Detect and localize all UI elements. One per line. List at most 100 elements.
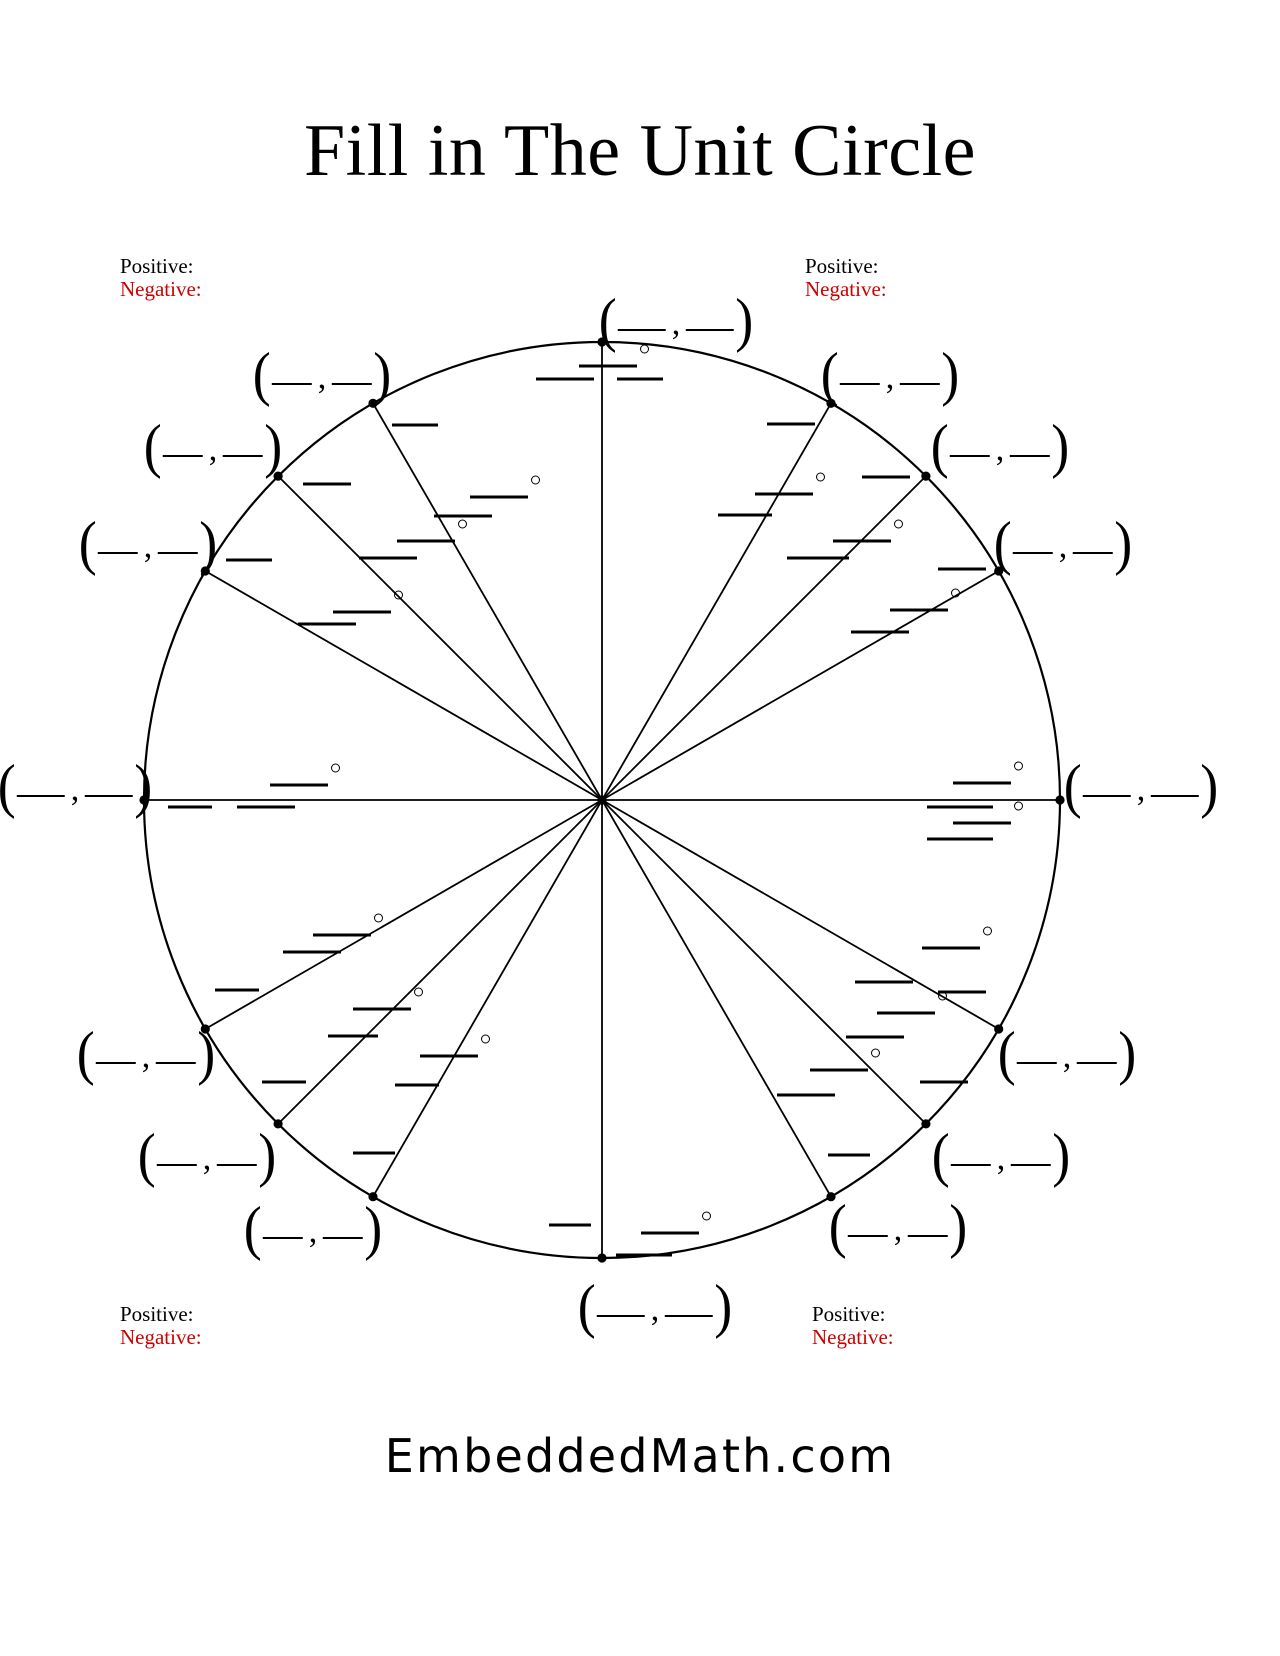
numerator-blank[interactable] <box>303 469 351 486</box>
radian-blank-90-denominator[interactable] <box>617 364 663 381</box>
radian-blank-240-denominator[interactable] <box>353 1138 395 1155</box>
denominator-blank[interactable] <box>215 975 259 992</box>
y-blank[interactable] <box>686 309 735 331</box>
numerator-blank[interactable] <box>536 364 594 381</box>
coord-blank-60[interactable]: (,) <box>821 344 959 404</box>
denominator-blank[interactable] <box>927 824 993 841</box>
x-blank[interactable] <box>839 363 880 385</box>
denominator-blank[interactable] <box>434 501 492 518</box>
radian-blank-330-numerator[interactable] <box>855 967 913 984</box>
denominator-blank[interactable] <box>353 1138 395 1155</box>
coord-blank-300[interactable]: (,) <box>829 1196 967 1256</box>
x-blank[interactable] <box>949 435 990 457</box>
denominator-blank[interactable] <box>718 500 772 517</box>
x-blank[interactable] <box>156 1144 197 1166</box>
denominator-blank[interactable] <box>617 364 663 381</box>
x-blank[interactable] <box>262 1217 303 1239</box>
degree-blank-45[interactable] <box>833 519 903 543</box>
radian-blank-225-denominator[interactable] <box>262 1067 306 1084</box>
denominator-blank[interactable] <box>359 543 417 560</box>
x-blank[interactable] <box>1082 775 1131 797</box>
radian-blank-225-numerator[interactable] <box>328 1021 378 1038</box>
numerator-blank[interactable] <box>168 792 212 809</box>
denominator-blank[interactable] <box>828 1140 870 1157</box>
radian-blank-120-denominator[interactable] <box>434 501 492 518</box>
radian-blank-60-numerator[interactable] <box>767 409 815 426</box>
x-blank[interactable] <box>97 532 138 554</box>
x-blank[interactable] <box>596 1295 645 1317</box>
y-blank[interactable] <box>1010 435 1051 457</box>
y-blank[interactable] <box>1151 775 1200 797</box>
denominator-blank[interactable] <box>237 792 295 809</box>
radian-blank-90-numerator[interactable] <box>536 364 594 381</box>
radian-blank-270-denominator[interactable] <box>616 1240 672 1257</box>
radian-blank-60-denominator[interactable] <box>718 500 772 517</box>
numerator-blank[interactable] <box>549 1210 591 1227</box>
y-blank[interactable] <box>1073 532 1114 554</box>
degree-blank-315[interactable] <box>877 991 947 1015</box>
y-blank[interactable] <box>332 363 373 385</box>
numerator-blank[interactable] <box>777 1080 835 1097</box>
x-blank[interactable] <box>95 1042 136 1064</box>
coord-blank-150[interactable]: (,) <box>79 513 217 573</box>
degree-blank-240[interactable] <box>420 1034 490 1058</box>
denominator-blank[interactable] <box>298 609 356 626</box>
coord-blank-270[interactable]: (,) <box>578 1276 732 1336</box>
x-blank[interactable] <box>271 363 312 385</box>
y-blank[interactable] <box>323 1217 364 1239</box>
radian-blank-300-numerator[interactable] <box>777 1080 835 1097</box>
coord-blank-315[interactable]: (,) <box>932 1125 1070 1185</box>
y-blank[interactable] <box>665 1295 714 1317</box>
radian-blank-150-numerator[interactable] <box>226 545 272 562</box>
radian-blank-315-numerator[interactable] <box>846 1022 904 1039</box>
denominator-blank[interactable] <box>787 543 849 560</box>
y-blank[interactable] <box>223 435 264 457</box>
y-blank[interactable] <box>156 1042 197 1064</box>
degree-blank-360[interactable] <box>953 801 1023 825</box>
radian-blank-180-denominator[interactable] <box>237 792 295 809</box>
x-blank[interactable] <box>1012 532 1053 554</box>
numerator-blank[interactable] <box>226 545 272 562</box>
radian-blank-240-numerator[interactable] <box>395 1070 439 1087</box>
degree-blank-270[interactable] <box>641 1211 711 1235</box>
numerator-blank[interactable] <box>392 410 438 427</box>
radian-blank-270-numerator[interactable] <box>549 1210 591 1227</box>
numerator-blank[interactable] <box>927 792 993 809</box>
degree-blank-60[interactable] <box>755 472 825 496</box>
y-blank[interactable] <box>1077 1042 1118 1064</box>
degree-blank-330[interactable] <box>922 926 992 950</box>
y-blank[interactable] <box>908 1215 949 1237</box>
radian-blank-0[interactable] <box>927 792 993 809</box>
radian-blank-120-numerator[interactable] <box>392 410 438 427</box>
y-blank[interactable] <box>85 775 134 797</box>
degree-blank-225[interactable] <box>353 987 423 1011</box>
degree-blank-135[interactable] <box>397 519 467 543</box>
coord-blank-30[interactable]: (,) <box>994 513 1132 573</box>
coord-blank-0[interactable]: (,) <box>1064 756 1218 816</box>
radian-blank-210-denominator[interactable] <box>215 975 259 992</box>
coord-blank-225[interactable]: (,) <box>138 1125 276 1185</box>
x-blank[interactable] <box>950 1144 991 1166</box>
coord-blank-45[interactable]: (,) <box>931 416 1069 476</box>
radian-blank-150-denominator[interactable] <box>298 609 356 626</box>
radian-blank-30-denominator[interactable] <box>851 617 909 634</box>
numerator-blank[interactable] <box>846 1022 904 1039</box>
numerator-blank[interactable] <box>767 409 815 426</box>
numerator-blank[interactable] <box>855 967 913 984</box>
radian-blank-300-denominator[interactable] <box>828 1140 870 1157</box>
numerator-blank[interactable] <box>938 554 986 571</box>
radian-blank-45-numerator[interactable] <box>862 462 910 479</box>
radian-blank-180-numerator[interactable] <box>168 792 212 809</box>
coord-blank-120[interactable]: (,) <box>253 344 391 404</box>
denominator-blank[interactable] <box>920 1067 968 1084</box>
radian-blank-210-numerator[interactable] <box>283 937 341 954</box>
coord-blank-135[interactable]: (,) <box>144 416 282 476</box>
radian-blank-135-denominator[interactable] <box>359 543 417 560</box>
y-blank[interactable] <box>900 363 941 385</box>
x-blank[interactable] <box>1016 1042 1057 1064</box>
numerator-blank[interactable] <box>283 937 341 954</box>
coord-blank-330[interactable]: (,) <box>998 1023 1136 1083</box>
degree-blank-150[interactable] <box>333 590 403 614</box>
degree-blank-0[interactable] <box>953 761 1023 785</box>
radian-blank-360[interactable] <box>927 824 993 841</box>
